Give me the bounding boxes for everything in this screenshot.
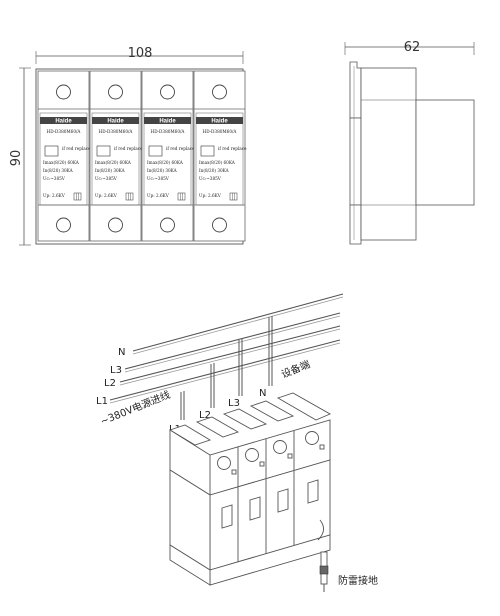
- side-din-clip: [349, 61, 362, 119]
- module-4: Haide HD-D380M60/A if red replace Imax(8…: [193, 70, 247, 242]
- wiring-diagram: N L3 L2 L1 L1 L2 L3 N ~380V电源进线 设备端: [96, 293, 378, 592]
- module-spec-up: Up: 2.6KV: [43, 193, 66, 198]
- module-model: HD-D380M60/A: [47, 129, 82, 134]
- module-spec-up: Up: 2.6KV: [199, 193, 222, 198]
- module-brand: Haide: [107, 119, 124, 125]
- bus-label-l1: L1: [96, 396, 108, 407]
- module-brand: Haide: [159, 119, 176, 125]
- terminal-label-l3: L3: [228, 398, 240, 409]
- module-indicator-text: if red replace: [114, 146, 143, 151]
- module-indicator-text: if red replace: [62, 146, 91, 151]
- module-spec-uc: Uc:~385V: [43, 176, 66, 181]
- equipment-side-label: 设备端: [279, 357, 312, 380]
- module-spec-uc: Uc:~385V: [95, 176, 118, 181]
- module-3: Haide HD-D380M60/A if red replace Imax(8…: [141, 70, 195, 242]
- bus-line-n: [132, 293, 344, 355]
- module-brand: Haide: [55, 119, 72, 125]
- module-spec-uc: Uc:~385V: [199, 176, 222, 181]
- ground-label: 防雷接地: [338, 574, 378, 587]
- module-indicator-text: if red replace: [166, 146, 195, 151]
- module-spec-imax: Imax(8/20) 60KA: [95, 160, 132, 165]
- front-view: 108 90 Haide HD-D380M60/A if red replace…: [9, 46, 247, 246]
- module-spec-imax: Imax(8/20) 60KA: [199, 160, 236, 165]
- module-spec-imax: Imax(8/20) 60KA: [43, 160, 80, 165]
- drop-wires: [180, 316, 273, 420]
- spd-isometric-unit: [168, 392, 332, 586]
- depth-dimension-label: 62: [404, 40, 421, 55]
- module-1: Haide HD-D380M60/A if red replace Imax(8…: [37, 70, 91, 242]
- module-model: HD-D380M60/A: [151, 129, 186, 134]
- terminal-label-n: N: [259, 388, 266, 399]
- module-spec-up: Up: 2.6KV: [95, 193, 118, 198]
- module-spec-uc: Uc:~385V: [147, 176, 170, 181]
- module-spec-in: In(8/20) 30KA: [147, 168, 178, 173]
- bus-line-l3: [124, 312, 341, 373]
- module-brand: Haide: [211, 119, 228, 125]
- module-model: HD-D380M60/A: [99, 129, 134, 134]
- module-indicator-text: if red replace: [218, 146, 247, 151]
- bus-label-l3: L3: [110, 365, 122, 376]
- bus-label-n: N: [118, 347, 125, 358]
- side-view: 62: [344, 40, 475, 245]
- module-spec-in: In(8/20) 30KA: [43, 168, 74, 173]
- side-base-body: [360, 67, 417, 241]
- module-model: HD-D380M60/A: [203, 129, 238, 134]
- module-spec-in: In(8/20) 30KA: [199, 168, 230, 173]
- terminal-label-l2: L2: [199, 410, 211, 421]
- bus-line-l2: [119, 325, 341, 386]
- bus-line-l1: [109, 339, 341, 404]
- width-dimension-label: 108: [128, 46, 153, 61]
- module-spec-up: Up: 2.6KV: [147, 193, 170, 198]
- side-front-module: [415, 99, 475, 206]
- height-dimension-label: 90: [9, 150, 24, 167]
- module-2: Haide HD-D380M60/A if red replace Imax(8…: [89, 70, 143, 242]
- module-spec-imax: Imax(8/20) 60KA: [147, 160, 184, 165]
- bus-label-l2: L2: [104, 378, 116, 389]
- module-spec-in: In(8/20) 30KA: [95, 168, 126, 173]
- ground-terminal: [319, 551, 329, 592]
